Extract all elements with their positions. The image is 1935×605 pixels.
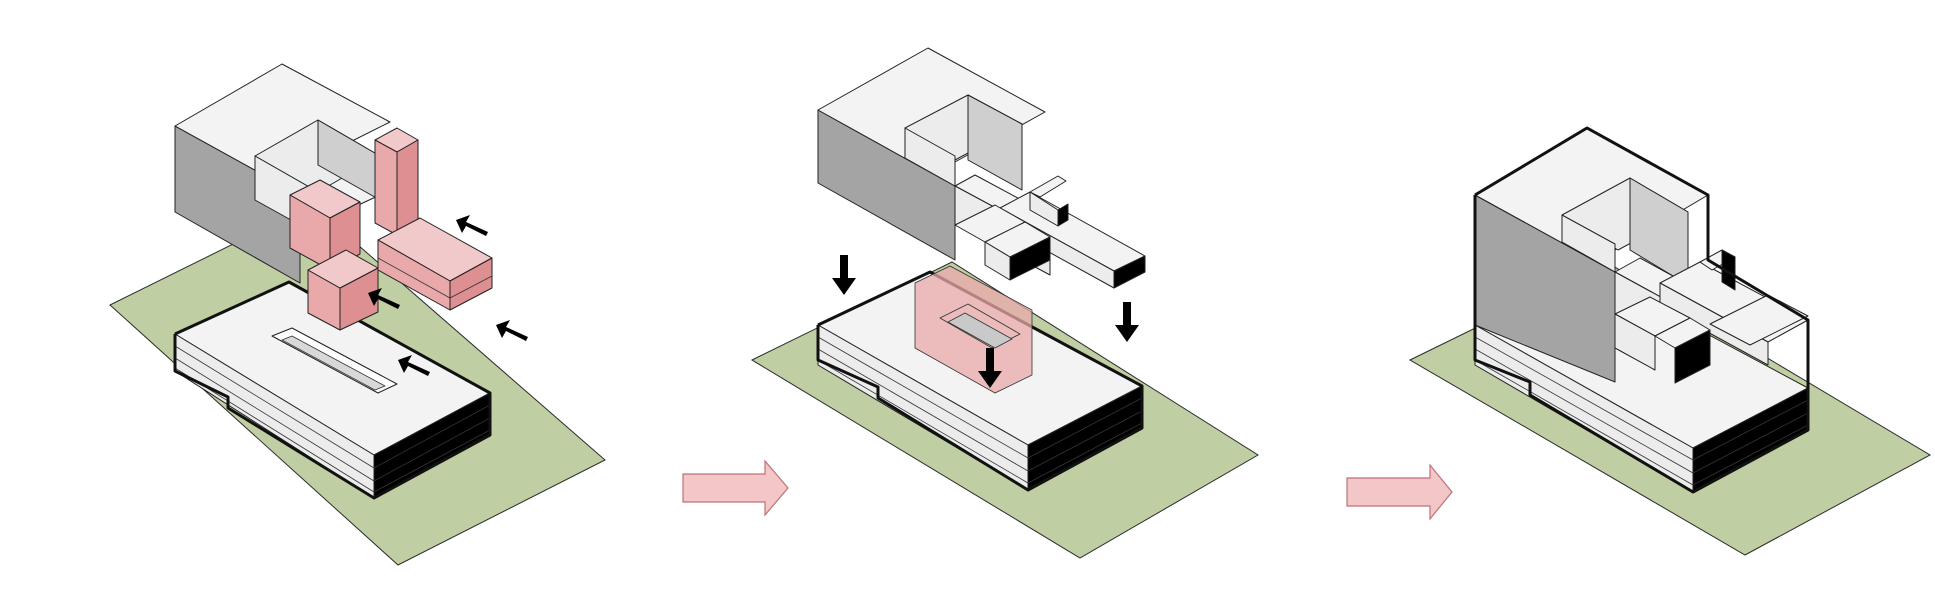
- drop-volume: [914, 265, 1033, 394]
- insert-volumes: [289, 127, 493, 331]
- stage-3-final-form: [1408, 126, 1932, 556]
- stage-1-insert-volumes: [109, 63, 606, 566]
- right-arrow-icon: [682, 459, 789, 517]
- cantilevered-block: [174, 63, 391, 284]
- right-arrow-icon: [1346, 463, 1453, 521]
- push-arrow-icon: [368, 215, 528, 376]
- transition-arrow-1: [682, 459, 789, 517]
- down-arrow-icon: [832, 255, 1139, 388]
- cantilevered-block: [817, 47, 1146, 289]
- stage-2-lower-block: [750, 47, 1259, 559]
- stepped-podium: [173, 280, 492, 500]
- transition-arrow-2: [1346, 463, 1453, 521]
